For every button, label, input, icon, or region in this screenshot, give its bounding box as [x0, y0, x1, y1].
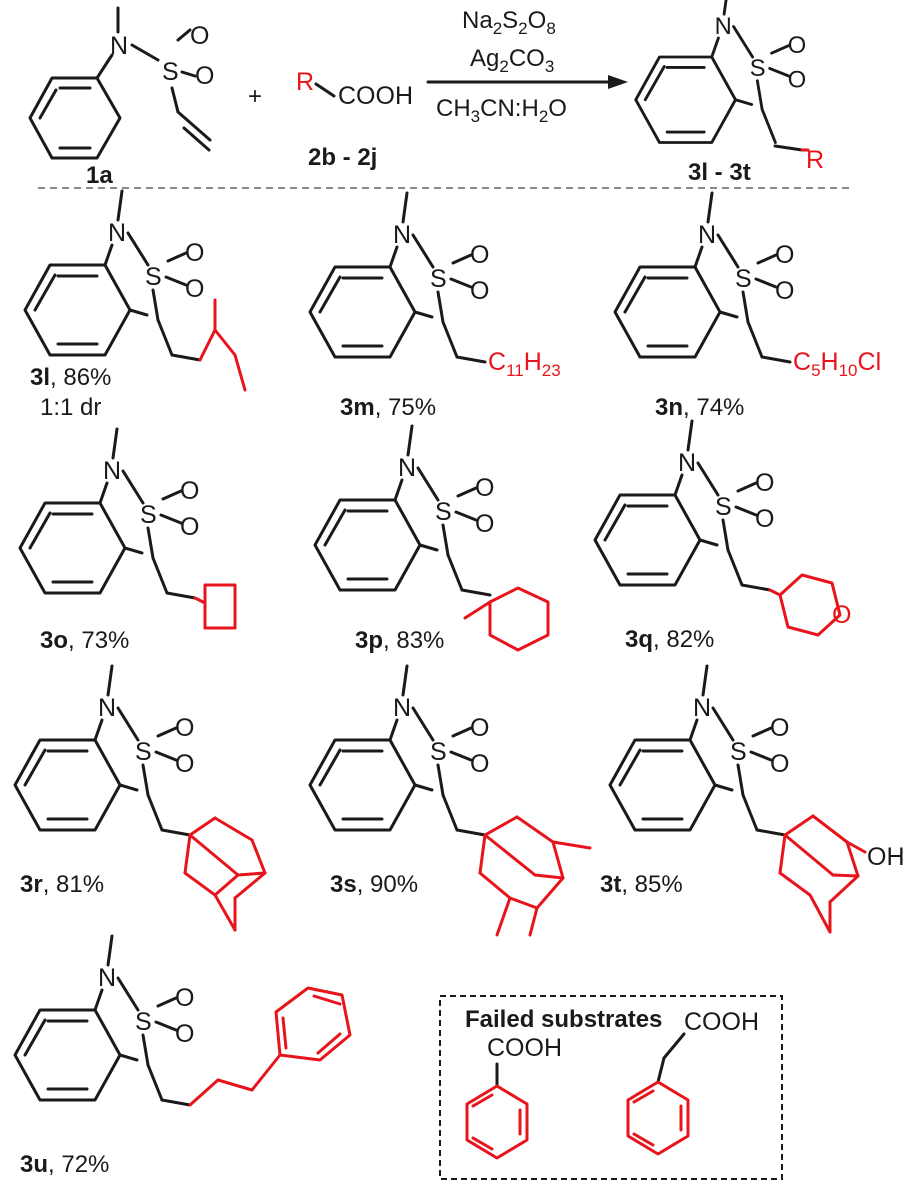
product-3p: 3p, 83%	[313, 424, 550, 654]
product-3r: 3r, 81%	[13, 664, 267, 932]
product-3n: C5H10Cl 3n, 74%	[613, 191, 881, 421]
oxygen-atom: O	[195, 62, 214, 90]
product-3u: 3u, 72%	[13, 934, 352, 1178]
product-3o: 3o, 73%	[18, 427, 237, 654]
compound-id: 1a	[86, 162, 113, 189]
plus-sign: +	[248, 83, 262, 110]
alkyl-chain-formula: C5H10Cl	[793, 348, 881, 380]
product-label: 3q, 82%	[625, 626, 714, 653]
failed-substrates-title: Failed substrates	[465, 1006, 662, 1033]
product-label: 3p, 83%	[355, 627, 444, 654]
product-label: 3u, 72%	[20, 1151, 109, 1178]
compound-id: 2b - 2j	[308, 144, 377, 171]
product-label: 3m, 75%	[340, 394, 436, 421]
sulfur-atom: S	[162, 58, 179, 86]
nitrogen-atom: N	[110, 32, 128, 60]
solvent-label: CH3CN:H2O	[436, 95, 567, 126]
reagent-persulfate: Na2S2O8	[462, 7, 556, 38]
alkyl-chain-formula: C11H23	[488, 348, 561, 380]
hydroxyl-label: OH	[867, 843, 905, 871]
reactant-2: R COOH 2b - 2j	[296, 68, 413, 171]
product-general: R 3l - 3t	[634, 0, 824, 186]
carboxyl-label: COOH	[684, 1008, 759, 1036]
r-group-label: R	[806, 146, 824, 174]
product-3l: 3l, 86% 1:1 dr	[23, 189, 247, 421]
phenylacetic-acid: COOH	[626, 1008, 759, 1156]
product-label: 3t, 85%	[600, 871, 683, 898]
ring-oxygen: O	[832, 601, 851, 629]
oxygen-atom: O	[190, 22, 209, 50]
failed-substrates-box: Failed substrates COOH COOH	[439, 995, 783, 1180]
reaction-arrow: Na2S2O8 Ag2CO3 CH3CN:H2O	[426, 7, 628, 126]
benzoic-acid: COOH	[465, 1034, 562, 1160]
product-label: 3l, 86%	[30, 364, 111, 391]
product-3q: O 3q, 82%	[593, 419, 851, 653]
compound-id: 3l - 3t	[688, 159, 751, 186]
reagent-silver-carbonate: Ag2CO3	[470, 45, 554, 76]
product-label: 3s, 90%	[330, 871, 418, 898]
product-3m: C11H23 3m, 75%	[308, 191, 561, 421]
product-label: 3n, 74%	[655, 394, 744, 421]
product-label: 3r, 81%	[20, 871, 104, 898]
r-group-label: R	[296, 68, 314, 96]
dr-note: 1:1 dr	[40, 394, 101, 421]
product-3s: 3s, 90%	[308, 664, 592, 937]
product-3t: OH 3t, 85%	[600, 664, 905, 934]
carboxyl-label: COOH	[338, 82, 413, 110]
reactant-1a: N S O O 1a	[28, 6, 214, 189]
product-label: 3o, 73%	[40, 627, 129, 654]
carboxyl-label: COOH	[487, 1034, 562, 1062]
